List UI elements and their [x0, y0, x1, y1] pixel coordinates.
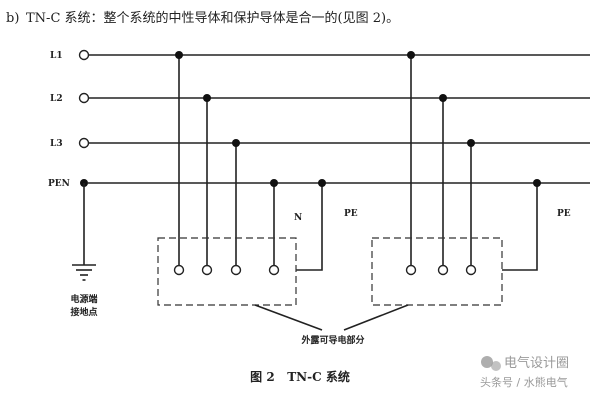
right-equipment-box [371, 237, 503, 306]
bus-label-l1: L1 [50, 51, 63, 61]
watermark-line2: 头条号 / 水熊电气 [480, 375, 568, 389]
label-pe-left: PE [344, 209, 358, 219]
watermark-logo-icon [481, 356, 501, 371]
ground-label-line2: 接地点 [70, 306, 97, 318]
right-terminal-l3 [465, 264, 477, 276]
watermark-line1: 电气设计圈 [504, 355, 569, 371]
terminal-l2 [78, 92, 90, 104]
right-junction-l3 [467, 139, 475, 147]
exposed-pointer-right [343, 304, 409, 331]
figure-caption: 图 2 TN-C 系统 [250, 369, 350, 384]
terminal-l3 [78, 137, 90, 149]
right-junction-l1 [407, 51, 415, 59]
right-junction-l2 [439, 94, 447, 102]
right-terminal-l1 [405, 264, 417, 276]
label-n: N [294, 213, 302, 223]
left-junction-l3 [232, 139, 240, 147]
exposed-pointer-left [254, 304, 323, 331]
heading-text: TN-C 系统：整个系统的中性导体和保护导体是合一的(见图 2)。 [26, 10, 399, 26]
left-terminal-l3 [230, 264, 242, 276]
left-terminal-l2 [201, 264, 213, 276]
ground-symbol-icon [72, 264, 96, 281]
terminal-l1 [78, 49, 90, 61]
label-pe-right: PE [557, 209, 571, 219]
heading-label: b) [6, 11, 19, 26]
left-junction-l2 [203, 94, 211, 102]
left-terminal-n [268, 264, 280, 276]
ground-label-line1: 电源端 [70, 293, 97, 305]
left-equipment-box [157, 237, 297, 306]
left-junction-pe [318, 179, 326, 187]
exposed-parts-label: 外露可导电部分 [300, 334, 364, 346]
right-junction-pe [533, 179, 541, 187]
right-terminal-l2 [437, 264, 449, 276]
left-junction-n [270, 179, 278, 187]
bus-label-l3: L3 [50, 139, 63, 149]
left-terminal-l1 [173, 264, 185, 276]
left-pe-wire [296, 183, 323, 271]
left-junction-l1 [175, 51, 183, 59]
bus-label-l2: L2 [50, 94, 63, 104]
bus-label-pen: PEN [48, 179, 70, 189]
right-pe-wire [502, 183, 538, 271]
